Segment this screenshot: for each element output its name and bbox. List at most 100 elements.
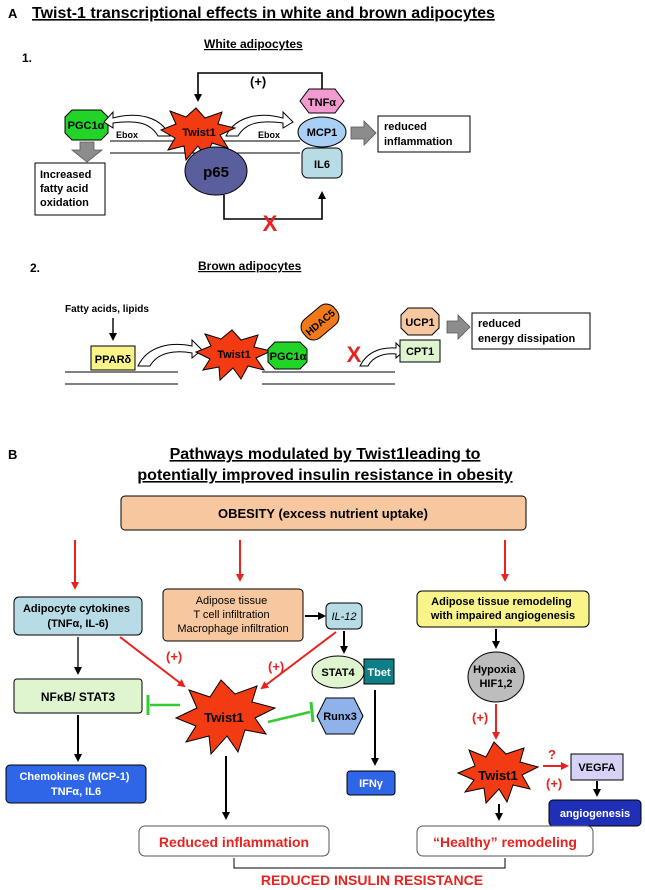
vegfa-label: VEGFA xyxy=(578,762,615,774)
twist1-star-white xyxy=(159,107,237,162)
fatty-acid-box xyxy=(34,162,106,216)
brown-adipocytes-heading: Brown adipocytes xyxy=(198,259,302,273)
obesity-box xyxy=(120,495,527,531)
mcp1-ellipse xyxy=(297,116,347,148)
reduced-insulin-resistance: REDUCED INSULIN RESISTANCE xyxy=(261,872,483,888)
remodeling-text: Adipose tissue remodeling with impaired … xyxy=(430,596,575,622)
panel-a-letter: A xyxy=(8,6,18,21)
reduced-inflammation-box-a xyxy=(377,115,471,153)
vegfa-box xyxy=(570,753,624,781)
pgc1a-octagon-brown xyxy=(267,341,308,370)
fatty-acids-label: Fatty acids, lipids xyxy=(65,304,149,315)
runx3-hexagon xyxy=(316,697,364,735)
ebox-right-arrow xyxy=(225,110,294,137)
ebox-right-label: Ebox xyxy=(258,130,280,140)
twist1-label-main: Twist1 xyxy=(204,710,244,725)
healthy-remodeling-label: “Healthy” remodeling xyxy=(433,834,577,850)
ifng-box xyxy=(346,770,396,796)
tnfa-label: TNFα xyxy=(308,97,336,109)
il12-to-twist-arrow xyxy=(260,631,337,690)
twist1-star-main xyxy=(174,679,277,756)
plus-label-2: (+) xyxy=(268,659,284,674)
chemokines-box xyxy=(5,764,147,804)
pgc1a-label-white: PGC1α xyxy=(68,120,105,132)
tbet-label: Tbet xyxy=(367,667,391,679)
mcp1-label: MCP1 xyxy=(307,127,338,139)
obesity-label: OBESITY (excess nutrient uptake) xyxy=(218,506,428,521)
pgc1a-octagon-white xyxy=(64,109,109,141)
adipose-infiltration-text: Adipose tissue T cell infiltration Macro… xyxy=(177,595,288,635)
bottom-bracket xyxy=(233,858,506,869)
plus-label-4: (+) xyxy=(546,776,562,791)
runx3-label: Runx3 xyxy=(323,711,357,723)
twist1-star-right xyxy=(456,741,540,805)
panel-b-title-1: Pathways modulated by Twist1leading to xyxy=(170,446,481,463)
hdac5-box xyxy=(300,303,340,341)
gray-right-arrow-white xyxy=(350,120,377,146)
panel-a-title: Twist-1 transcriptional effects in white… xyxy=(32,5,495,22)
angiogenesis-box xyxy=(548,799,642,827)
ppard-label: PPARδ xyxy=(95,354,132,366)
stat4-label: STAT4 xyxy=(321,667,355,679)
adipocyte-cytokines-box xyxy=(13,596,143,636)
p65-label: p65 xyxy=(203,164,229,181)
twist1-label-white: Twist1 xyxy=(182,127,215,139)
ucp1-label: UCP1 xyxy=(405,317,434,329)
p65-inhibition-path xyxy=(223,191,326,220)
fatty-acid-text: Increased fatty acid oxidation xyxy=(40,169,94,209)
il12-box xyxy=(325,602,363,630)
reduced-inflammation-label-b: Reduced inflammation xyxy=(159,834,309,850)
ucp1-octagon xyxy=(400,307,440,336)
twist1-star-brown xyxy=(194,329,273,382)
il12-label: IL-12 xyxy=(331,611,356,623)
runx3-inhibits-twist-bar xyxy=(309,701,315,723)
reduced-inflammation-text-a: reduced inflammation xyxy=(384,121,453,148)
reduced-energy-box xyxy=(471,312,591,350)
reduced-energy-text: reduced energy dissipation xyxy=(478,318,575,345)
hypoxia-text: Hypoxia HIF1,2 xyxy=(473,664,519,690)
ppard-box xyxy=(90,345,136,371)
pgc1a-to-targets-arrow xyxy=(359,341,405,367)
nfkb-box xyxy=(13,678,143,714)
pgc1a-label-brown: PGC1α xyxy=(270,351,307,363)
adipocyte-cytokines-text: Adipocyte cytokines (TNFα, IL-6) xyxy=(23,603,133,630)
section-2-number: 2. xyxy=(30,261,40,275)
feedback-arrow xyxy=(194,72,323,102)
panel-b-title-2: potentially improved insulin resistance … xyxy=(137,467,512,484)
hdac5-group: HDAC5 xyxy=(300,303,340,341)
plus-label-1: (+) xyxy=(166,649,182,664)
hypoxia-ellipse xyxy=(467,651,525,703)
healthy-remodeling-box xyxy=(416,825,594,857)
twist1-label-right: Twist1 xyxy=(478,768,518,783)
angiogenesis-label: angiogenesis xyxy=(560,808,630,820)
block-x-brown: X xyxy=(347,342,362,367)
tbet-box xyxy=(363,658,395,685)
il6-label: IL6 xyxy=(314,159,330,171)
adipose-infiltration-box xyxy=(162,588,304,642)
gray-down-arrow xyxy=(70,141,104,163)
tnfa-hexagon xyxy=(299,88,345,114)
panel-b-letter: B xyxy=(8,447,17,462)
ppard-to-twist-arrow xyxy=(137,338,203,367)
cytokines-to-twist-arrow xyxy=(119,636,186,688)
il6-box xyxy=(301,147,343,179)
ebox-left-label: Ebox xyxy=(116,130,138,140)
gray-right-arrow-brown xyxy=(446,314,471,340)
twist1-label-brown: Twist1 xyxy=(217,349,250,361)
cpt1-box xyxy=(399,339,441,363)
cpt1-label: CPT1 xyxy=(406,346,434,358)
runx3-inhibits-twist xyxy=(267,710,311,724)
p65-ellipse xyxy=(184,146,248,196)
ifng-label: IFNγ xyxy=(359,778,384,790)
chemokines-text: Chemokines (MCP-1) TNFα, IL6 xyxy=(19,771,132,798)
block-x-white: X xyxy=(263,211,278,236)
nfkb-label: NFκB/ STAT3 xyxy=(41,690,116,704)
reduced-inflammation-box-b xyxy=(138,825,330,857)
ebox-left-arrow xyxy=(103,110,171,137)
plus-label-top: (+) xyxy=(250,74,266,89)
section-1-number: 1. xyxy=(22,51,32,65)
remodeling-box xyxy=(416,590,590,628)
white-adipocytes-heading: White adipocytes xyxy=(204,37,303,51)
plus-label-3: (+) xyxy=(472,710,488,725)
